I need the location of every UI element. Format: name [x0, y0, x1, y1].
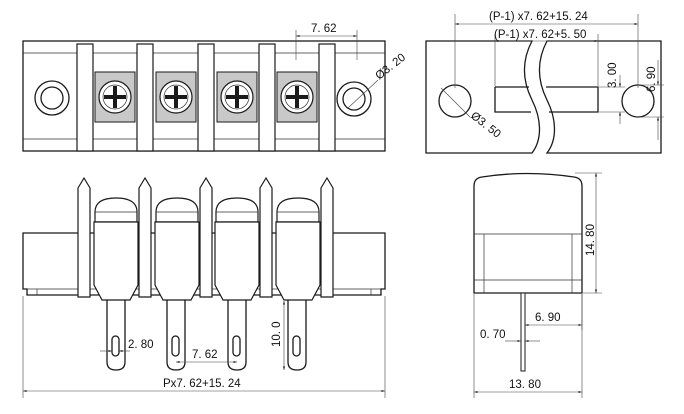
- front-barriers: [77, 176, 334, 298]
- slot-height-label: 3. 00: [607, 62, 619, 88]
- pin-slot-label: 2. 80: [128, 339, 154, 351]
- pin-pitch-label: 7. 62: [192, 349, 218, 361]
- top-view: 7. 62 Ø3. 20: [22, 23, 408, 152]
- panel-hole-label: Ø3. 50: [468, 110, 503, 141]
- panel-cutout-view: (P-1) x7. 62+15. 24 (P-1) x7. 62+5. 50 3…: [425, 11, 664, 154]
- barriers: [76, 43, 336, 152]
- screw-1: [94, 71, 136, 123]
- pitch-dimension: [295, 30, 358, 60]
- hole-leader: [347, 79, 379, 109]
- pitch-label: 7. 62: [311, 23, 337, 35]
- front-body: [22, 232, 386, 296]
- screw-2: [155, 71, 197, 123]
- side-pin: [520, 292, 526, 372]
- panel-height-label: 6. 90: [646, 66, 658, 92]
- panel-hole-leader: [440, 87, 471, 118]
- overall-bottom-label: Px7. 62+15. 24: [163, 378, 241, 390]
- pin-offset-label: 6. 90: [535, 312, 561, 324]
- terminal-screws: [94, 71, 318, 123]
- slot-left: [494, 86, 531, 113]
- pin-thickness-label: 0. 70: [480, 329, 506, 341]
- front-clamps: [93, 221, 321, 301]
- slot-height-dimension: [599, 75, 625, 124]
- mount-hole-label: Ø3. 20: [373, 52, 408, 83]
- slot-right: [546, 86, 599, 113]
- right-mount-hole: [336, 81, 372, 117]
- panel-right-half: [538, 40, 662, 154]
- overall-top-label: (P-1) x7. 62+15. 24: [489, 11, 588, 23]
- side-view: 14. 80 6. 90 0. 70 13. 80: [473, 172, 602, 398]
- panel-left-half: [425, 40, 541, 154]
- panel-height-dimension: [638, 60, 664, 140]
- screw-3: [216, 71, 258, 123]
- pin-length-label: 10. 0: [271, 321, 283, 347]
- height-dimension: [575, 172, 602, 294]
- left-mount-hole: [34, 80, 70, 116]
- screw-4: [276, 71, 318, 123]
- front-screw-heads: [94, 197, 320, 223]
- overall-top-dimension: [454, 14, 639, 88]
- panel-hole-left: [438, 84, 472, 118]
- slot-length-label: (P-1) x7. 62+5. 50: [494, 29, 586, 41]
- front-view: 2. 80 7. 62 10. 0 Px7. 62+15. 24: [22, 176, 386, 398]
- overall-bottom-dimension: [22, 296, 386, 398]
- depth-label: 13. 80: [509, 379, 541, 391]
- depth-dimension: [473, 294, 583, 398]
- slot-length-dimension: [494, 34, 599, 86]
- height-label: 14. 80: [585, 224, 597, 256]
- front-pins: [106, 300, 307, 371]
- side-body: [473, 172, 583, 294]
